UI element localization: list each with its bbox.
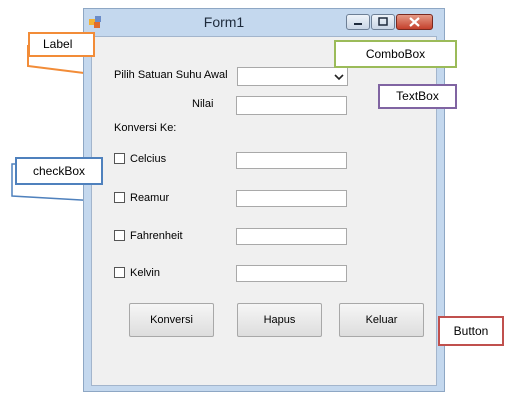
textbox-annotation: TextBox: [378, 84, 457, 109]
kelvin-label: Kelvin: [130, 267, 160, 279]
window-title: Form1: [203, 14, 245, 30]
kelvin-checkbox[interactable]: [114, 267, 125, 278]
reamur-output[interactable]: [236, 190, 347, 207]
value-label: Nilai: [192, 98, 214, 110]
source-unit-combobox[interactable]: [237, 67, 348, 86]
celcius-label: Celcius: [130, 153, 167, 165]
value-input[interactable]: [236, 96, 347, 115]
fahrenheit-output[interactable]: [236, 228, 347, 245]
checkbox-connector: [11, 163, 117, 203]
reamur-checkbox[interactable]: [114, 192, 125, 203]
fahrenheit-label: Fahrenheit: [130, 230, 183, 242]
label-annotation: Label: [28, 32, 95, 57]
fahrenheit-checkbox[interactable]: [114, 230, 125, 241]
convert-to-label: Konversi Ke:: [114, 122, 177, 134]
maximize-icon: [378, 17, 388, 26]
maximize-button[interactable]: [371, 14, 395, 30]
convert-button[interactable]: Konversi: [129, 303, 214, 337]
source-unit-label: Pilih Satuan Suhu Awal: [114, 69, 228, 81]
button-annotation: Button: [438, 316, 504, 346]
minimize-button[interactable]: [346, 14, 370, 30]
combobox-annotation: ComboBox: [334, 40, 457, 68]
minimize-icon: [354, 23, 362, 25]
clear-button[interactable]: Hapus: [237, 303, 322, 337]
reamur-label: Reamur: [130, 192, 170, 204]
kelvin-output[interactable]: [236, 265, 347, 282]
exit-button[interactable]: Keluar: [339, 303, 424, 337]
celcius-checkbox[interactable]: [114, 153, 125, 164]
title-bar[interactable]: Form1: [84, 9, 444, 36]
close-icon: [409, 17, 420, 27]
close-button[interactable]: [396, 14, 433, 30]
celcius-output[interactable]: [236, 152, 347, 169]
app-icon: [89, 16, 101, 28]
chevron-down-icon: [334, 74, 344, 81]
checkbox-annotation: checkBox: [15, 157, 103, 185]
